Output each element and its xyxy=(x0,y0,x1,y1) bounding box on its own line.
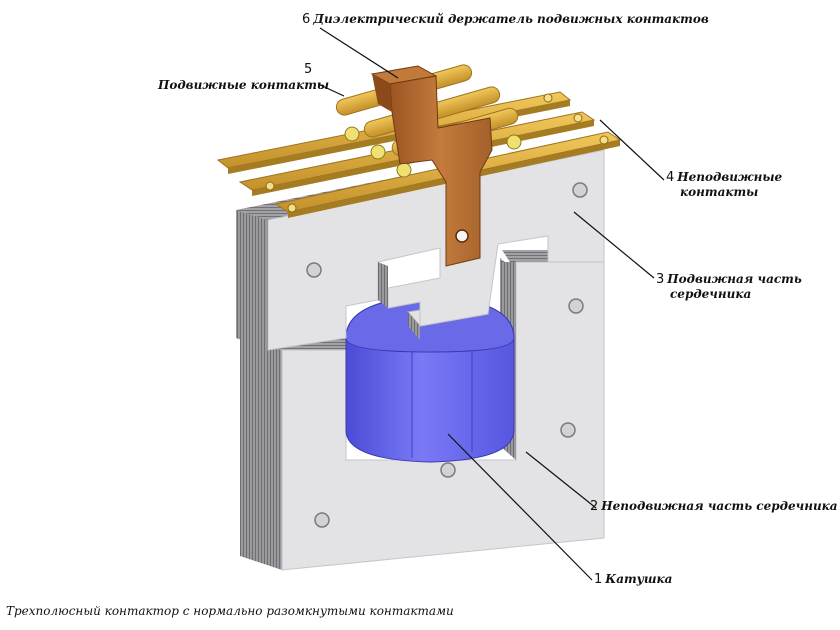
moving-core-leg-side xyxy=(378,262,388,308)
core-centre-leg-side xyxy=(408,312,420,340)
label-text: сердечника xyxy=(670,287,752,301)
fixed-core-left-side xyxy=(240,338,282,570)
leader-line-2 xyxy=(525,451,597,509)
label-number: 5 xyxy=(304,62,313,77)
contact-stud xyxy=(396,162,412,178)
contact-stud xyxy=(506,134,522,150)
label-moving-contacts: Подвижные контакты xyxy=(158,78,329,93)
dielectric-holder xyxy=(370,65,493,267)
label-text: контакты xyxy=(680,185,759,199)
label-text: Неподвижная часть сердечника xyxy=(601,499,838,513)
core-rivet xyxy=(560,422,576,438)
label-number: 6 xyxy=(302,12,311,27)
fixed-core-middle-leg-side xyxy=(502,250,556,262)
moving-core-left-side xyxy=(236,210,268,350)
holder-hole xyxy=(455,229,469,243)
figure-caption: Трехполюсный контактор с нормально разом… xyxy=(6,604,454,618)
label-number: 4 xyxy=(666,170,675,185)
leader-line-1 xyxy=(447,433,593,581)
label-number: 1 xyxy=(594,572,603,587)
leader-line-6 xyxy=(319,27,399,79)
leader-lines xyxy=(317,27,665,581)
core-rivet xyxy=(568,298,584,314)
contact-stud xyxy=(344,126,360,142)
core-rivet xyxy=(572,182,588,198)
label-moving-contacts-number: 5 xyxy=(304,62,315,77)
label-text: Подвижные контакты xyxy=(158,78,330,92)
core-rivet xyxy=(306,262,322,278)
label-number: 3 xyxy=(656,272,665,287)
label-text: Диэлектрический держатель подвижных конт… xyxy=(313,12,709,26)
label-text: Неподвижные xyxy=(677,170,783,184)
holder-body xyxy=(389,75,493,267)
holder-side xyxy=(372,74,392,112)
contact-stud xyxy=(370,144,386,160)
label-text: Подвижная часть xyxy=(667,272,802,286)
label-text: Катушка xyxy=(605,572,673,586)
label-number: 2 xyxy=(590,499,599,514)
core-rivet xyxy=(440,462,456,478)
leader-line-3 xyxy=(573,211,655,279)
core-rivet xyxy=(314,512,330,528)
leader-line-5 xyxy=(317,83,345,97)
leader-line-4 xyxy=(599,119,665,181)
